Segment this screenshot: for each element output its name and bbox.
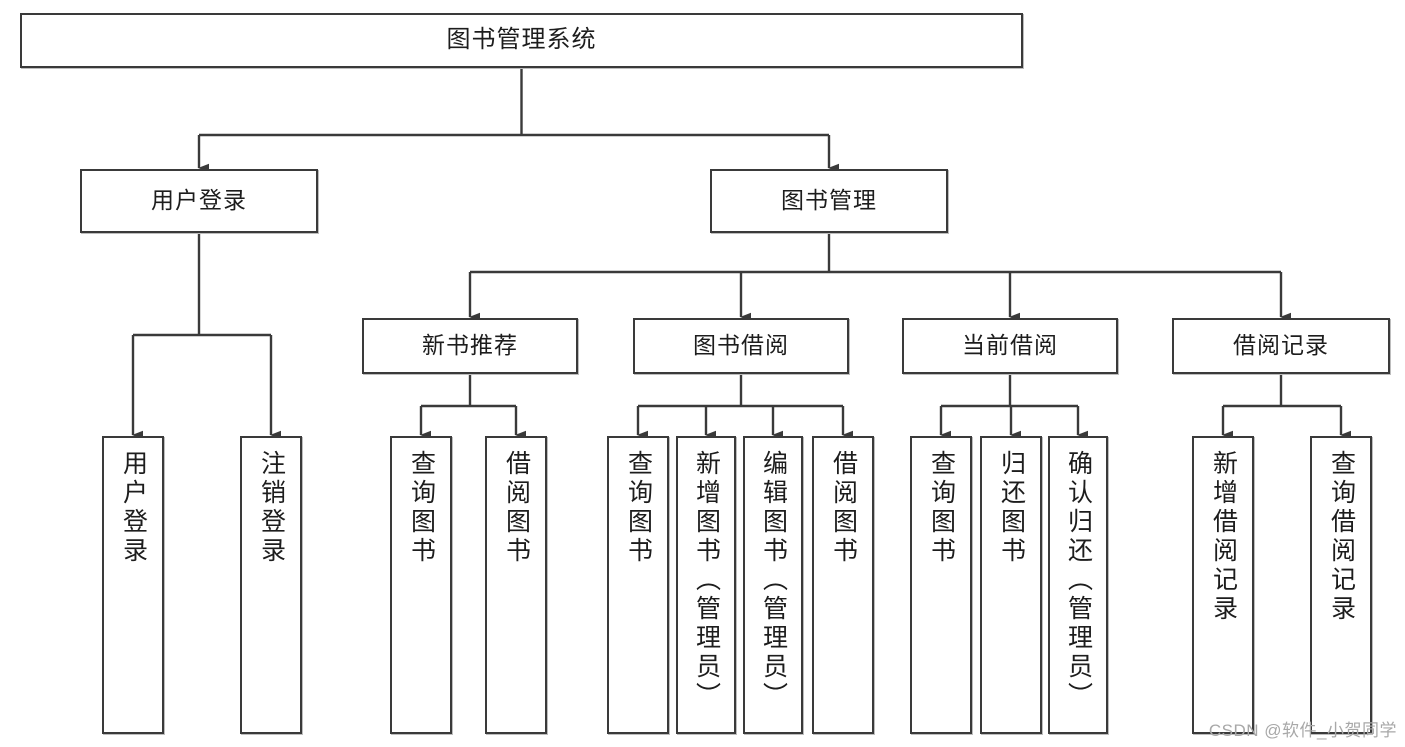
node-l-return[interactable]: 归还图书	[980, 436, 1042, 734]
node-label-current: 当前借阅	[962, 332, 1058, 359]
node-label-l-query2: 查询图书	[624, 450, 653, 566]
node-label-l-borrow1: 借阅图书	[502, 450, 531, 566]
edges	[131, 68, 1351, 440]
node-label-l-query1: 查询图书	[407, 450, 436, 566]
node-l-logout[interactable]: 注销登录	[240, 436, 302, 734]
node-records[interactable]: 借阅记录	[1172, 318, 1390, 374]
node-label-l-confirm: 确认归还（管理员）	[1064, 450, 1093, 711]
node-newbook[interactable]: 新书推荐	[362, 318, 578, 374]
node-label-l-addrec: 新增借阅记录	[1209, 450, 1238, 624]
node-label-l-borrow2: 借阅图书	[829, 450, 858, 566]
node-l-confirm[interactable]: 确认归还（管理员）	[1048, 436, 1108, 734]
node-label-l-logout: 注销登录	[257, 450, 286, 566]
node-label-login: 用户登录	[151, 187, 247, 214]
node-current[interactable]: 当前借阅	[902, 318, 1118, 374]
node-label-l-add: 新增图书（管理员）	[692, 450, 721, 711]
node-label-records: 借阅记录	[1233, 332, 1329, 359]
node-l-query2[interactable]: 查询图书	[607, 436, 669, 734]
csdn-watermark: CSDN @软件_小贺同学	[1208, 721, 1397, 740]
node-label-l-queryrec: 查询借阅记录	[1327, 450, 1356, 624]
node-label-bookmgmt: 图书管理	[781, 187, 877, 214]
node-l-borrow1[interactable]: 借阅图书	[485, 436, 547, 734]
node-label-l-return: 归还图书	[997, 450, 1026, 566]
node-label-l-login: 用户登录	[119, 450, 148, 566]
node-label-l-edit: 编辑图书（管理员）	[759, 450, 788, 711]
node-l-query1[interactable]: 查询图书	[390, 436, 452, 734]
node-l-login[interactable]: 用户登录	[102, 436, 164, 734]
node-l-query3[interactable]: 查询图书	[910, 436, 972, 734]
node-label-newbook: 新书推荐	[422, 332, 518, 359]
node-bookmgmt[interactable]: 图书管理	[710, 169, 948, 233]
node-l-edit[interactable]: 编辑图书（管理员）	[743, 436, 803, 734]
node-borrow[interactable]: 图书借阅	[633, 318, 849, 374]
node-l-borrow2[interactable]: 借阅图书	[812, 436, 874, 734]
node-l-add[interactable]: 新增图书（管理员）	[676, 436, 736, 734]
node-label-l-query3: 查询图书	[927, 450, 956, 566]
node-l-queryrec[interactable]: 查询借阅记录	[1310, 436, 1372, 734]
node-root[interactable]: 图书管理系统	[20, 13, 1023, 68]
node-l-addrec[interactable]: 新增借阅记录	[1192, 436, 1254, 734]
node-label-borrow: 图书借阅	[693, 332, 789, 359]
node-label-root: 图书管理系统	[446, 26, 597, 54]
node-login[interactable]: 用户登录	[80, 169, 318, 233]
